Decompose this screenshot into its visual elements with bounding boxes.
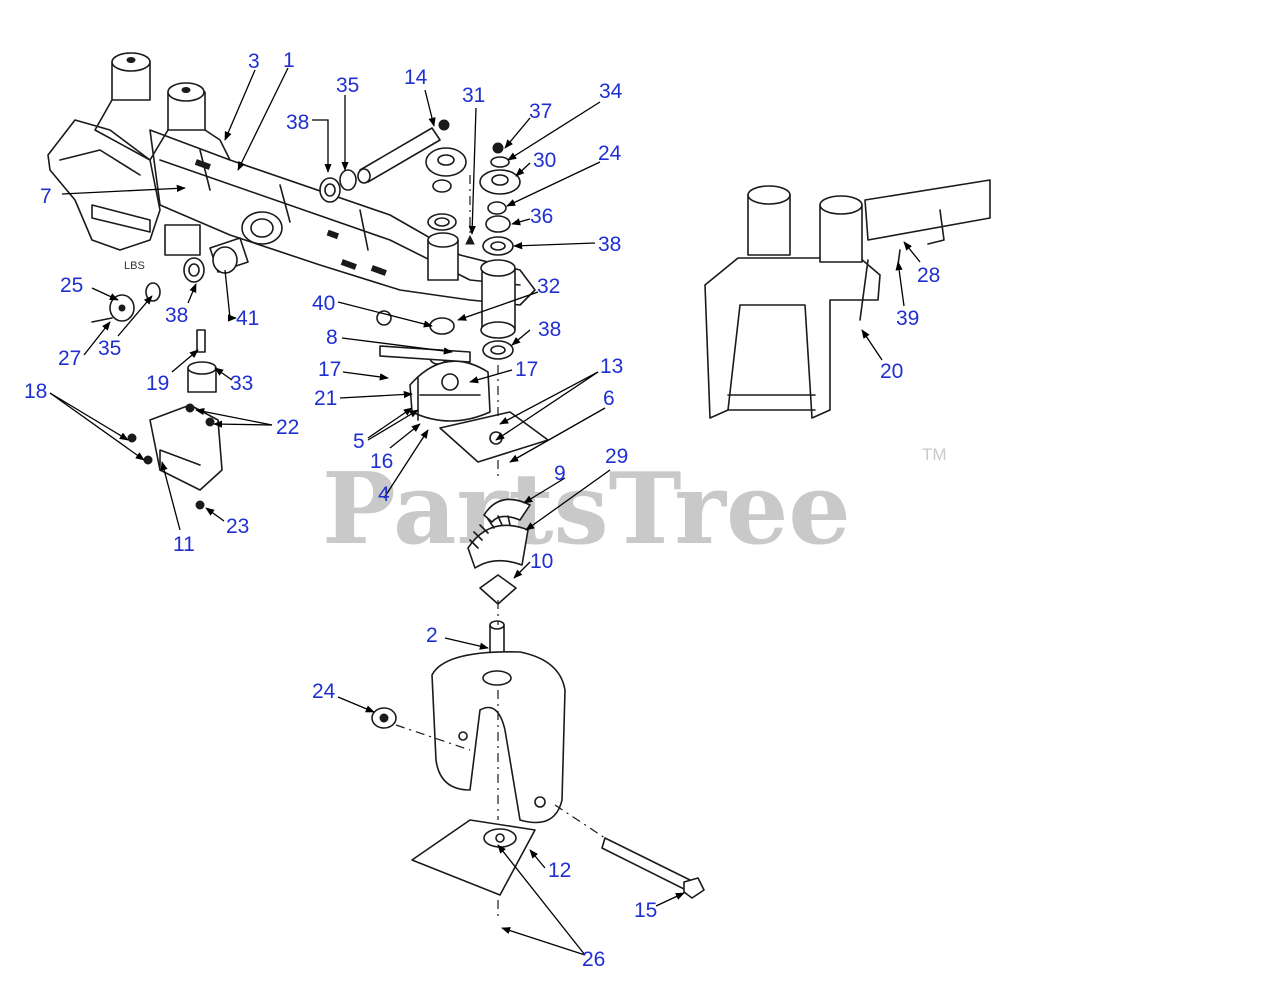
callout-26: 26 (582, 948, 605, 971)
watermark: PartsTree TM (322, 445, 947, 567)
assembly-axes (395, 175, 606, 920)
callout-32: 32 (537, 275, 560, 298)
callout-28: 28 (917, 264, 940, 287)
frame-marking: LBS (124, 260, 145, 272)
callout-31: 31 (462, 84, 485, 107)
callout-4: 4 (378, 483, 390, 506)
callout-20: 20 (880, 360, 903, 383)
callout-24a: 24 (598, 142, 622, 165)
watermark-text: PartsTree (322, 452, 851, 567)
callout-labels: 1 2 3 4 5 6 7 8 9 10 11 12 13 14 15 16 1… (24, 49, 940, 971)
watermark-trademark: TM (922, 445, 947, 464)
sector-gear (467, 498, 531, 605)
leader-lines (49, 67, 921, 956)
callout-1: 1 (283, 49, 295, 72)
callout-38d: 38 (165, 304, 188, 327)
callout-38c: 38 (538, 318, 561, 341)
callout-7: 7 (40, 185, 52, 208)
callout-37: 37 (529, 100, 552, 123)
callout-39: 39 (896, 307, 919, 330)
callout-15: 15 (634, 899, 657, 922)
bottom-guard-plate (411, 819, 536, 896)
callout-19: 19 (146, 372, 169, 395)
callout-40: 40 (312, 292, 335, 315)
callout-25: 25 (60, 274, 83, 297)
callout-30: 30 (533, 149, 556, 172)
callout-5: 5 (353, 430, 365, 453)
callout-21: 21 (314, 387, 337, 410)
callout-13: 13 (600, 355, 623, 378)
callout-6: 6 (603, 387, 615, 410)
right-spindle-stack (479, 142, 521, 360)
callout-14: 14 (404, 66, 428, 89)
callout-35b: 35 (98, 337, 121, 360)
callout-38b: 38 (598, 233, 621, 256)
callout-8: 8 (326, 326, 338, 349)
callout-33: 33 (230, 372, 253, 395)
callout-18: 18 (24, 380, 47, 403)
callout-27: 27 (58, 347, 81, 370)
callout-2: 2 (426, 624, 438, 647)
callout-24b: 24 (312, 680, 336, 703)
bearings-left (91, 169, 357, 323)
callout-38a: 38 (286, 111, 309, 134)
callout-17b: 17 (515, 358, 538, 381)
callout-3: 3 (248, 50, 260, 73)
front-fork (371, 620, 566, 824)
front-axle-frame: LBS (47, 52, 536, 339)
callout-12: 12 (548, 859, 571, 882)
callout-10: 10 (530, 550, 553, 573)
callout-22: 22 (276, 416, 299, 439)
steering-gear (379, 345, 491, 422)
callout-17a: 17 (318, 358, 341, 381)
callout-34: 34 (599, 80, 623, 103)
callout-11: 11 (173, 533, 195, 556)
callout-41: 41 (236, 307, 259, 330)
callout-36: 36 (530, 205, 553, 228)
callout-23: 23 (226, 515, 249, 538)
axle-bolt (601, 837, 705, 899)
callout-29: 29 (605, 445, 628, 468)
callout-9: 9 (554, 462, 566, 485)
inset-assembly (704, 179, 991, 419)
steering-bracket (127, 329, 223, 510)
callout-16: 16 (370, 450, 393, 473)
callout-35a: 35 (336, 74, 359, 97)
spindle-pin-stack (357, 119, 475, 365)
